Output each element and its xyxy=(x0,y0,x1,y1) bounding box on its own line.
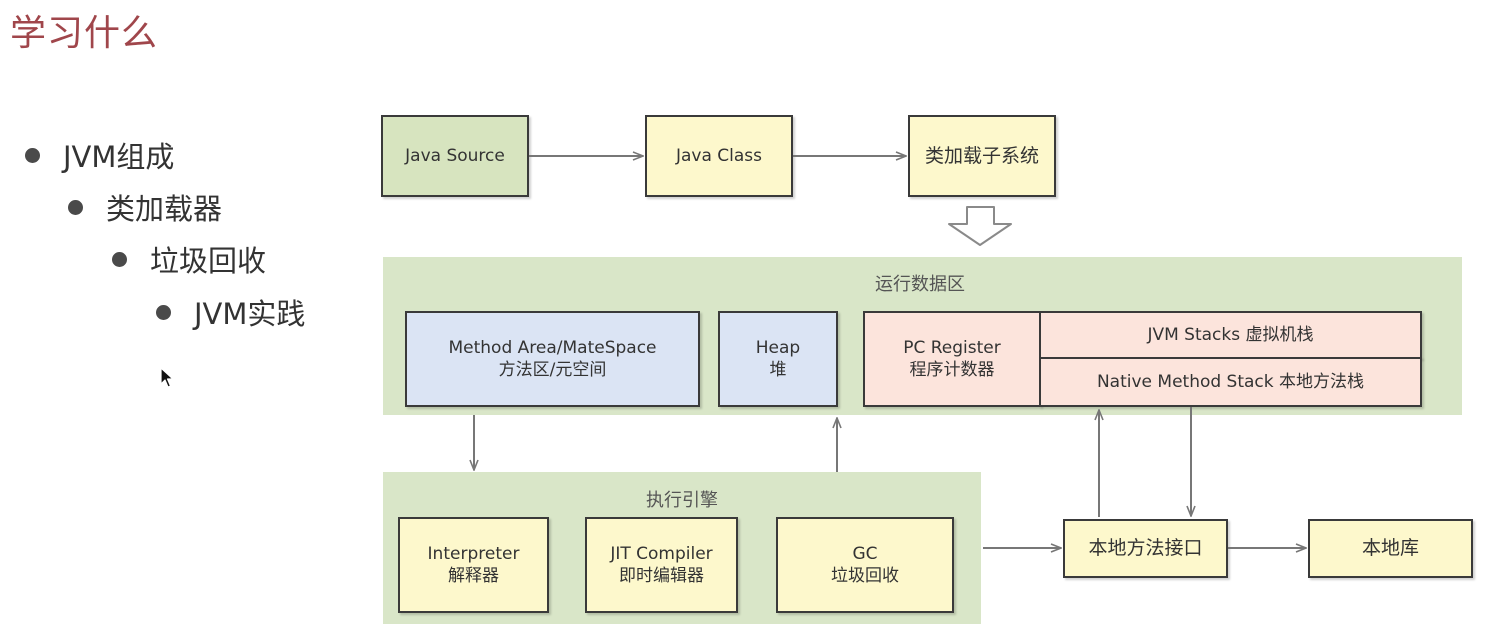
outline-item-class-loader: 类加载器 xyxy=(68,186,222,228)
outline-item-garbage-collection: 垃圾回收 xyxy=(112,238,266,280)
interpreter-box: Interpreter 解释器 xyxy=(398,517,549,613)
outline-item-label: 类加载器 xyxy=(106,192,223,226)
java-source-label: Java Source xyxy=(405,145,505,166)
jit-compiler-label-en: JIT Compiler xyxy=(610,543,713,564)
execution-engine-label: 执行引擎 xyxy=(646,490,718,511)
jvm-stacks-box: JVM Stacks 虚拟机栈 xyxy=(1039,311,1422,359)
heap-box: Heap 堆 xyxy=(718,311,838,407)
class-loader-subsystem-label: 类加载子系统 xyxy=(924,144,1039,167)
native-method-interface-label: 本地方法接口 xyxy=(1088,537,1203,560)
bullet-dot-icon xyxy=(25,147,40,163)
pc-register-box: PC Register 程序计数器 xyxy=(863,311,1041,407)
outline-item-label: JVM实践 xyxy=(194,297,306,331)
pc-register-label-en: PC Register xyxy=(903,337,1001,358)
native-method-stack-box: Native Method Stack 本地方法栈 xyxy=(1039,357,1422,407)
jit-compiler-label-zh: 即时编辑器 xyxy=(619,566,704,586)
gc-label-en: GC xyxy=(852,543,878,564)
mouse-pointer-icon xyxy=(160,367,174,388)
heap-label-zh: 堆 xyxy=(769,360,787,380)
native-method-stack-label: Native Method Stack 本地方法栈 xyxy=(1096,371,1365,392)
outline-item-label: 垃圾回收 xyxy=(150,244,267,278)
native-library-box: 本地库 xyxy=(1308,519,1473,578)
class-loader-subsystem-box: 类加载子系统 xyxy=(908,115,1056,197)
gc-box: GC 垃圾回收 xyxy=(776,517,954,613)
java-source-box: Java Source xyxy=(381,115,529,197)
down-arrow-icon xyxy=(948,206,1012,246)
runtime-data-area-label: 运行数据区 xyxy=(875,274,965,295)
java-class-label: Java Class xyxy=(675,145,763,166)
native-method-interface-box: 本地方法接口 xyxy=(1063,519,1228,578)
java-class-box: Java Class xyxy=(645,115,793,197)
bullet-dot-icon xyxy=(156,304,171,320)
gc-label-zh: 垃圾回收 xyxy=(831,566,899,586)
outline-item-jvm-practice: JVM实践 xyxy=(156,291,305,333)
interpreter-label-zh: 解释器 xyxy=(448,566,499,586)
page-title: 学习什么 xyxy=(10,13,159,54)
interpreter-label-en: Interpreter xyxy=(427,543,520,564)
method-area-box: Method Area/MateSpace 方法区/元空间 xyxy=(405,311,700,407)
method-area-label-zh: 方法区/元空间 xyxy=(498,360,607,380)
native-library-label: 本地库 xyxy=(1361,537,1419,560)
jvm-stacks-label: JVM Stacks 虚拟机栈 xyxy=(1147,324,1314,345)
bullet-dot-icon xyxy=(112,251,127,267)
outline-item-jvm-composition: JVM组成 xyxy=(25,134,174,176)
pc-register-label-zh: 程序计数器 xyxy=(909,360,995,380)
jit-compiler-box: JIT Compiler 即时编辑器 xyxy=(585,517,738,613)
bullet-dot-icon xyxy=(68,199,83,215)
method-area-label-en: Method Area/MateSpace xyxy=(448,337,657,358)
heap-label-en: Heap xyxy=(755,337,801,358)
outline-item-label: JVM组成 xyxy=(63,140,175,174)
